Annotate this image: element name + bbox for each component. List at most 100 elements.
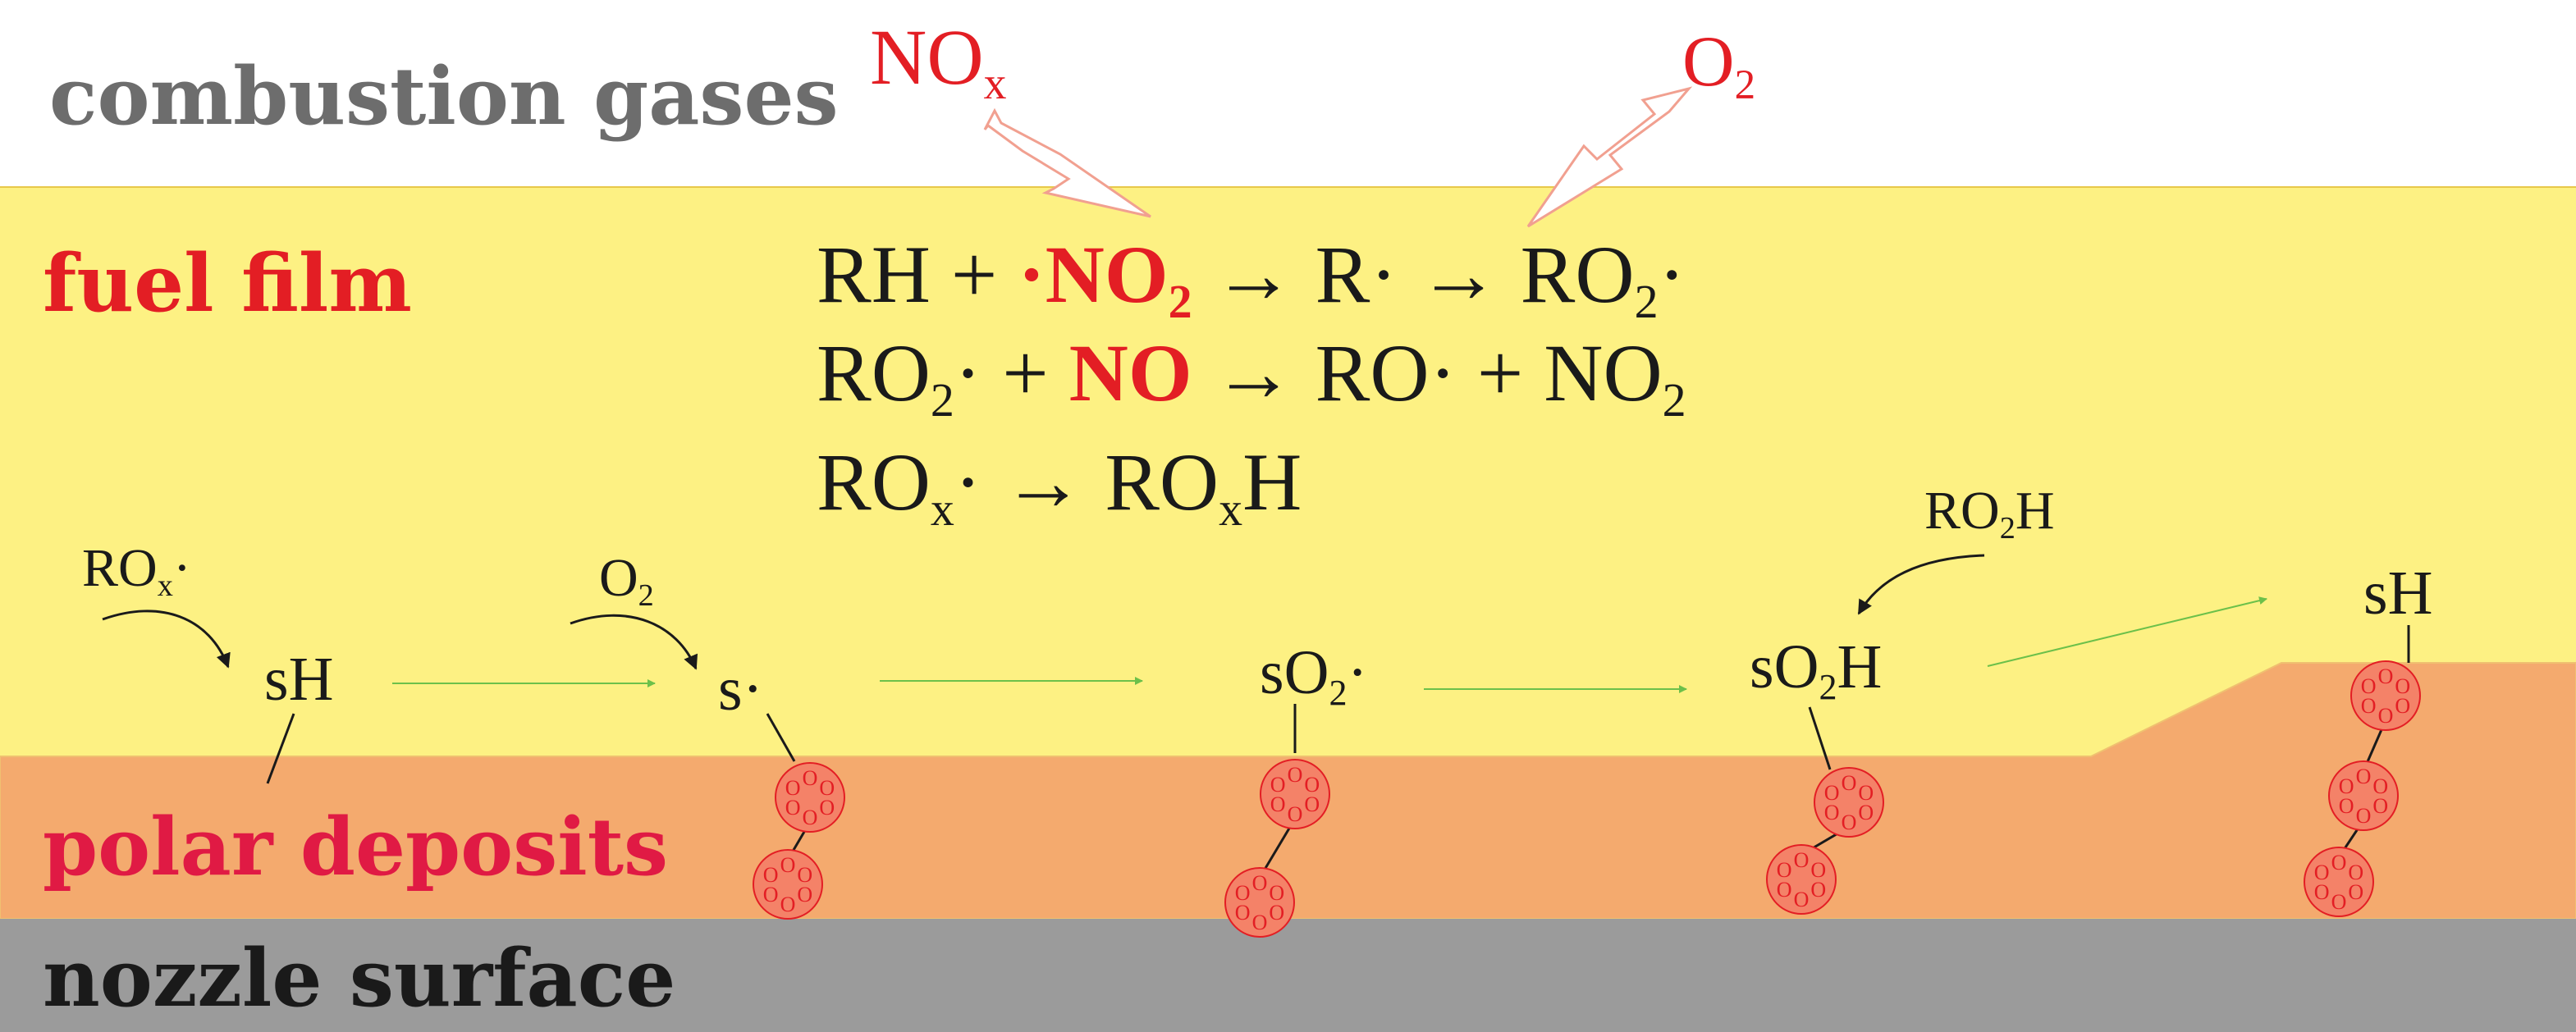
ring-atom: O: [1252, 911, 1268, 934]
ring-atom: O: [1304, 792, 1320, 816]
ring-atom: O: [2348, 880, 2363, 904]
ring-atom: O: [780, 893, 796, 916]
o2-attack-arrow: [570, 614, 698, 670]
ring-circle: [1766, 844, 1837, 915]
rox-radical-label: ROx·: [82, 538, 191, 604]
ring-atom: O: [2339, 774, 2354, 798]
ring-atom: O: [1304, 773, 1320, 797]
ring-atom: O: [1777, 878, 1792, 902]
ring-atom: O: [1810, 878, 1826, 902]
ring-circle: [775, 762, 845, 833]
ring-atom: O: [1288, 802, 1303, 826]
ring-atom: O: [2314, 861, 2330, 884]
ring-atom: O: [2378, 664, 2394, 688]
ring-atom: O: [1858, 801, 1874, 824]
ring-atom: O: [1794, 888, 1810, 911]
ring-atom: O: [1824, 801, 1840, 824]
ring-circle: [1260, 759, 1330, 829]
so2h-species: sO2H: [1750, 632, 1883, 708]
equation-1: RH + ·NO2 → R· → RO2·: [817, 229, 1686, 328]
ring-atom: O: [2339, 794, 2354, 818]
ring-circle: [753, 849, 823, 920]
o2-input-arrow: [1526, 86, 1693, 228]
ring-atom: O: [1824, 781, 1840, 805]
ring-atom: O: [2348, 861, 2363, 884]
ring-atom: O: [819, 796, 835, 820]
ring-atom: O: [785, 796, 801, 820]
ring-atom: O: [785, 776, 801, 800]
sh-species-2: sH: [2363, 559, 2433, 628]
ring-atom: O: [780, 853, 796, 877]
ring-atom: O: [2361, 694, 2377, 718]
combustion-gases-label: combustion gases: [49, 50, 839, 143]
ring-atom: O: [2395, 694, 2410, 718]
nozzle-surface-layer: [0, 919, 2576, 1032]
ring-atom: O: [2372, 774, 2388, 798]
equation-3: ROx· → ROxH: [817, 436, 1302, 536]
ring-atom: O: [1270, 792, 1286, 816]
ro2h-species-label: RO2H: [1924, 481, 2055, 546]
ring-atom: O: [1252, 871, 1268, 895]
ring-circle: [2304, 847, 2374, 917]
ring-atom: O: [2356, 765, 2372, 788]
fuel-film-layer: [0, 187, 2576, 761]
polar-deposits-label: polar deposits: [43, 801, 669, 893]
fuel-film-label: fuel film: [43, 237, 412, 330]
ring-circle: [1814, 767, 1884, 838]
ring-atom: O: [2356, 804, 2372, 828]
so2-radical-species: sO2·: [1260, 638, 1368, 714]
rox-attack-arrow: [102, 610, 231, 669]
sh1-bond: [266, 713, 295, 784]
ring-atom: O: [1858, 781, 1874, 805]
ring-atom: O: [1270, 773, 1286, 797]
ring-atom: O: [803, 806, 818, 829]
ring-atom: O: [1235, 901, 1251, 925]
ring-atom: O: [2331, 890, 2347, 914]
sh-species-1: sH: [264, 645, 334, 714]
ring-atom: O: [1235, 881, 1251, 905]
ring-atom: O: [1842, 771, 1857, 795]
ring-atom: O: [1269, 881, 1284, 905]
ring-atom: O: [797, 863, 812, 887]
ring-atom: O: [1810, 858, 1826, 882]
ring-atom: O: [1269, 901, 1284, 925]
equation-2: RO2· + NO → RO· + NO2: [817, 327, 1686, 427]
ring-atom: O: [1777, 858, 1792, 882]
s-rad-bond: [766, 713, 796, 762]
ring-atom: O: [2314, 880, 2330, 904]
nozzle-surface-label: nozzle surface: [43, 932, 676, 1025]
so2h-bond: [1808, 706, 1832, 770]
ring-circle: [2350, 660, 2421, 731]
ring-atom: O: [1288, 763, 1303, 787]
ring-atom: O: [1842, 811, 1857, 834]
ring-atom: O: [803, 766, 818, 790]
ro2h-attack-arrow: [1857, 554, 1985, 615]
ring-atom: O: [2361, 674, 2377, 698]
ring-circle: [2328, 760, 2399, 831]
o2-input-label: O2: [1682, 22, 1756, 109]
nox-input-arrow: [983, 107, 1151, 218]
ring-atom: O: [1794, 848, 1810, 872]
nox-input-label: NOx: [870, 13, 1007, 109]
ring-atom: O: [763, 883, 779, 906]
flow-arrow-4: [1987, 596, 2267, 667]
ring-atom: O: [2331, 851, 2347, 874]
ring-atom: O: [2395, 674, 2410, 698]
combustion-gases-layer: [0, 0, 2576, 187]
ring-atom: O: [797, 883, 812, 906]
ring-circle: [1224, 867, 1295, 938]
o2-species-label: O2: [599, 548, 654, 614]
ring-atom: O: [2378, 704, 2394, 728]
